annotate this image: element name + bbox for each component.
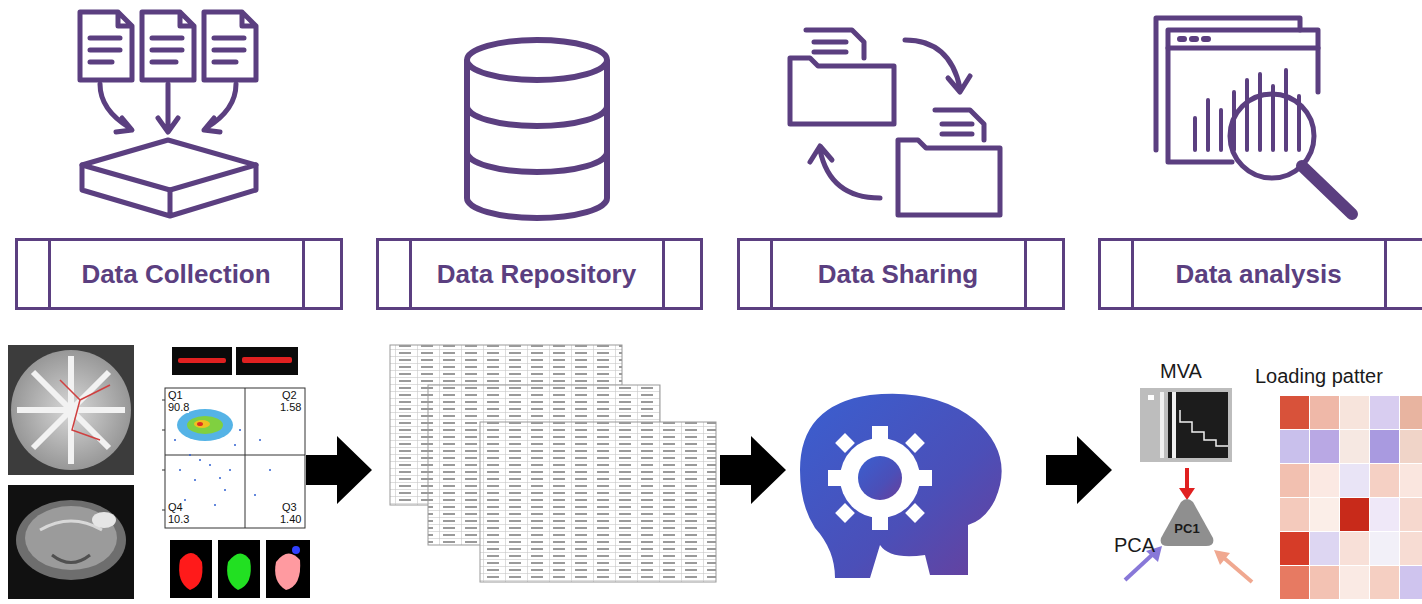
heat-cell <box>1310 498 1339 531</box>
banner-divider <box>48 241 51 307</box>
heat-cell <box>1340 464 1369 497</box>
flow-plot <box>162 388 305 528</box>
stage-banner: Data analysis <box>1098 238 1422 310</box>
banner-divider <box>662 241 665 307</box>
collection-icon <box>80 12 256 216</box>
panel-label: PCA <box>1114 534 1155 557</box>
quadrant-label: Q1 <box>168 390 183 401</box>
quadrant-label: Q2 <box>282 390 297 401</box>
pca-arrows <box>1125 468 1252 582</box>
heat-cell <box>1310 532 1339 565</box>
panel-label: MVA <box>1160 360 1202 383</box>
heat-cell <box>1280 464 1309 497</box>
node-text: PC1 <box>1174 521 1199 536</box>
heat-cell <box>1400 498 1422 531</box>
heat-cell <box>1280 498 1309 531</box>
heat-cell <box>1280 566 1309 599</box>
quadrant-label: Q3 <box>282 502 297 513</box>
banner-text: Data analysis <box>1175 259 1341 289</box>
heat-cell <box>1310 566 1339 599</box>
banner-text: Data Repository <box>437 259 637 289</box>
panel-label: Loading patter <box>1255 365 1383 388</box>
maze-photo <box>8 345 134 475</box>
heatmap <box>1280 396 1422 599</box>
mri-image <box>8 485 134 599</box>
spreadsheet-stack <box>390 345 716 582</box>
heat-cell <box>1280 532 1309 565</box>
heat-cell <box>1370 532 1399 565</box>
heat-cell <box>1340 566 1369 599</box>
heat-cell <box>1280 430 1309 463</box>
banner-divider <box>302 241 305 307</box>
quadrant-label: 1.40 <box>280 514 301 525</box>
heat-cell <box>1340 396 1369 429</box>
banner-divider <box>409 241 412 307</box>
pc-triangle: PC1 <box>1158 498 1216 548</box>
blot-image <box>172 347 298 375</box>
stage-banner: Data Repository <box>376 238 703 310</box>
banner-text: Data Collection <box>81 259 270 289</box>
banner-divider <box>1131 241 1134 307</box>
heat-cell <box>1310 464 1339 497</box>
heat-cell <box>1400 396 1422 429</box>
banner-divider <box>1024 241 1027 307</box>
quadrant-label: 1.58 <box>280 402 301 413</box>
heat-cell <box>1370 396 1399 429</box>
banner-text: Data Sharing <box>818 259 978 289</box>
heat-cell <box>1340 532 1369 565</box>
heat-cell <box>1340 430 1369 463</box>
stage-banner: Data Sharing <box>737 238 1065 310</box>
heat-cell <box>1370 566 1399 599</box>
heat-cell <box>1400 532 1422 565</box>
sharing-icon <box>790 30 1000 215</box>
quadrant-label: 90.8 <box>168 402 189 413</box>
quadrant-label: Q4 <box>168 502 183 513</box>
heat-cell <box>1400 464 1422 497</box>
brain-gear-logo <box>800 394 1002 578</box>
heat-cell <box>1370 498 1399 531</box>
heat-cell <box>1310 430 1339 463</box>
heat-cell <box>1310 396 1339 429</box>
heat-cell <box>1370 430 1399 463</box>
database-icon <box>467 40 607 218</box>
heat-cell <box>1340 498 1369 531</box>
banner-divider <box>1384 241 1387 307</box>
mva-plot <box>1140 388 1232 462</box>
stage-banner: Data Collection <box>15 238 343 310</box>
heat-cell <box>1280 396 1309 429</box>
quadrant-label: 10.3 <box>168 514 189 525</box>
analysis-icon <box>1156 18 1352 214</box>
fluorescence-images <box>170 540 310 598</box>
heat-cell <box>1400 430 1422 463</box>
heat-cell <box>1400 566 1422 599</box>
heat-cell <box>1370 464 1399 497</box>
banner-divider <box>770 241 773 307</box>
